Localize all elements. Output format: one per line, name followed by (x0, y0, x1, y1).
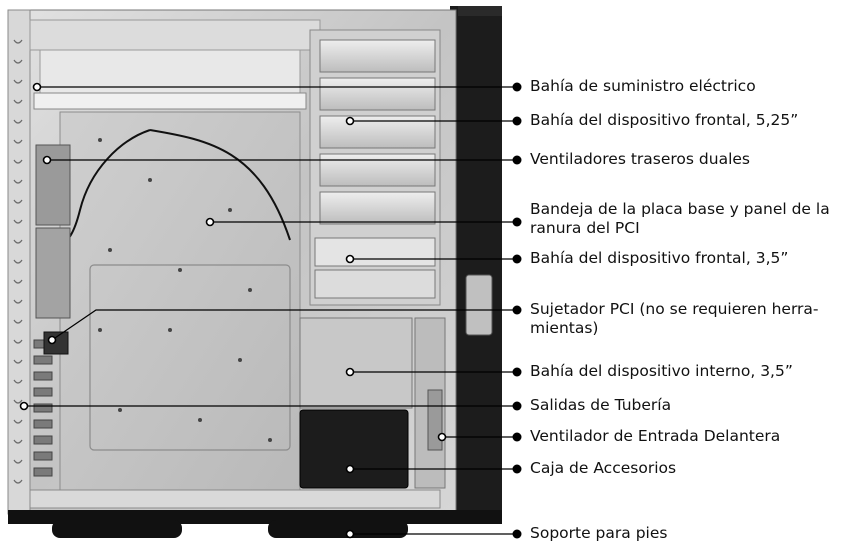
callout-end-dot (512, 155, 522, 165)
psu-bay-opening (39, 49, 301, 96)
callout-end-dot (512, 401, 522, 411)
callout-end-dot (512, 529, 522, 539)
callout-end-dot (512, 305, 522, 315)
bottom-rail (29, 489, 441, 509)
callout-anchor-dot (345, 529, 355, 539)
internal-bay (299, 317, 413, 409)
tray-standoffs (98, 138, 272, 442)
foot-left (52, 520, 182, 538)
callout-anchor-dot (42, 155, 52, 165)
callout-end-dot (512, 464, 522, 474)
callout-anchor-dot (437, 432, 447, 442)
callout-layer (19, 82, 522, 539)
callout-label: Sujetador PCI (no se requieren herra-mie… (530, 300, 819, 337)
callout-anchor-dot (47, 335, 57, 345)
callout-anchor-dot (345, 254, 355, 264)
front-bezel (450, 6, 502, 524)
rear-fan-lower (35, 227, 71, 319)
callout-label: Soporte para pies (530, 524, 668, 542)
front-intake-fan (427, 389, 443, 451)
three-inch-front-bay (314, 237, 436, 299)
side-latch (465, 274, 493, 336)
callout-end-dot (512, 217, 522, 227)
callout-anchor-dot (345, 116, 355, 126)
fan-cable-2 (149, 129, 291, 241)
callout-end-dot (512, 82, 522, 92)
callout-anchor-dot (345, 367, 355, 377)
top-rail (29, 19, 321, 51)
callout-end-dot (512, 116, 522, 126)
psu-bay-bar (33, 92, 307, 110)
tray-recess (89, 264, 291, 451)
five-inch-bays (319, 39, 436, 225)
callout-leader-line (51, 309, 517, 341)
motherboard-tray (59, 111, 301, 491)
pci-slot-covers (33, 339, 53, 477)
callout-anchor-dot (345, 464, 355, 474)
rear-panel-slots (13, 39, 23, 484)
callout-anchor-dot (32, 82, 42, 92)
callout-label: Salidas de Tubería (530, 396, 672, 414)
callout-label: Ventilador de Entrada Delantera (530, 427, 781, 445)
callout-anchor-dot (19, 401, 29, 411)
callout-end-dot (512, 432, 522, 442)
callout-label: Bahía del dispositivo interno, 3,5” (530, 362, 793, 380)
callout-label: Bahía de suministro eléctrico (530, 77, 756, 95)
rear-fan-upper (35, 144, 71, 226)
callout-end-dot (512, 254, 522, 264)
front-bezel-top (458, 6, 502, 16)
rear-panel-strip (7, 9, 31, 515)
callout-label: Ventiladores traseros duales (530, 150, 750, 168)
foot-right (268, 520, 408, 538)
callout-label: Bahía del dispositivo frontal, 3,5” (530, 249, 789, 267)
callout-label: Bandeja de la placa base y panel de la r… (530, 200, 830, 237)
pci-retainer (43, 331, 69, 355)
callout-label: Bahía del dispositivo frontal, 5,25” (530, 111, 799, 129)
accessory-box (299, 409, 409, 489)
callout-end-dot (512, 367, 522, 377)
callout-anchor-dot (205, 217, 215, 227)
callout-label: Caja de Accesorios (530, 459, 677, 477)
